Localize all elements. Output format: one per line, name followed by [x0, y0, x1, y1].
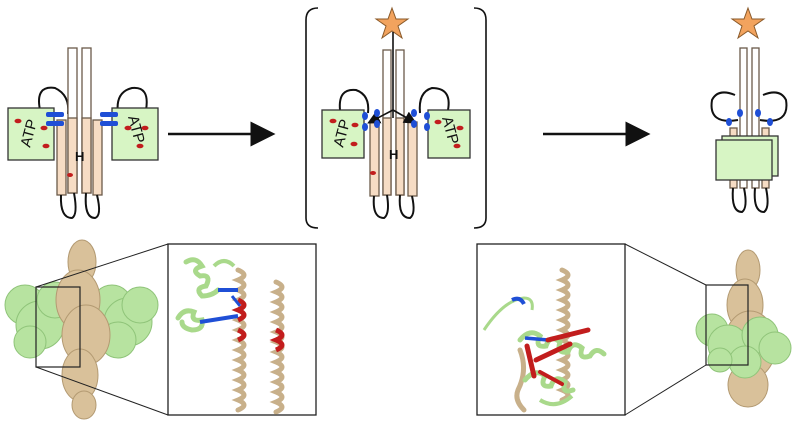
helix-short	[92, 119, 103, 196]
inactive-state-schematic: H ATP ATP	[7, 47, 159, 220]
zoom-region	[35, 286, 81, 368]
atp-domain-right	[427, 109, 471, 159]
linker-loop	[116, 86, 148, 115]
zoom-inset-right	[476, 243, 626, 416]
inset-ribbon-right	[482, 267, 607, 413]
inset-ribbon-left	[175, 257, 285, 415]
blue-contact	[46, 112, 64, 117]
atp-label-left: ATP	[330, 118, 354, 150]
atp-domain-left	[321, 109, 365, 159]
h-label: H	[75, 149, 84, 164]
right-structure-view	[476, 243, 792, 416]
ligand-star-icon	[374, 6, 410, 40]
bracket-left	[305, 7, 319, 229]
zoom-region	[705, 284, 749, 366]
atp-domain-right	[111, 107, 159, 161]
tan-surface	[55, 239, 111, 420]
atp-label-left: ATP	[17, 118, 41, 150]
ligand-star-icon	[730, 6, 766, 40]
left-structure-view	[4, 239, 317, 420]
intermediate-state-schematic: H ATP ATP	[305, 6, 487, 229]
red-residue	[67, 173, 73, 177]
atp-label-right: ATP	[124, 114, 148, 146]
h-label: H	[389, 147, 398, 162]
bracket-right	[473, 7, 487, 229]
active-state-schematic	[710, 6, 788, 214]
helix-short	[56, 119, 67, 196]
merged-domain-front	[715, 139, 773, 181]
atp-label-right: ATP	[438, 115, 462, 147]
atp-domain-left	[7, 107, 55, 161]
